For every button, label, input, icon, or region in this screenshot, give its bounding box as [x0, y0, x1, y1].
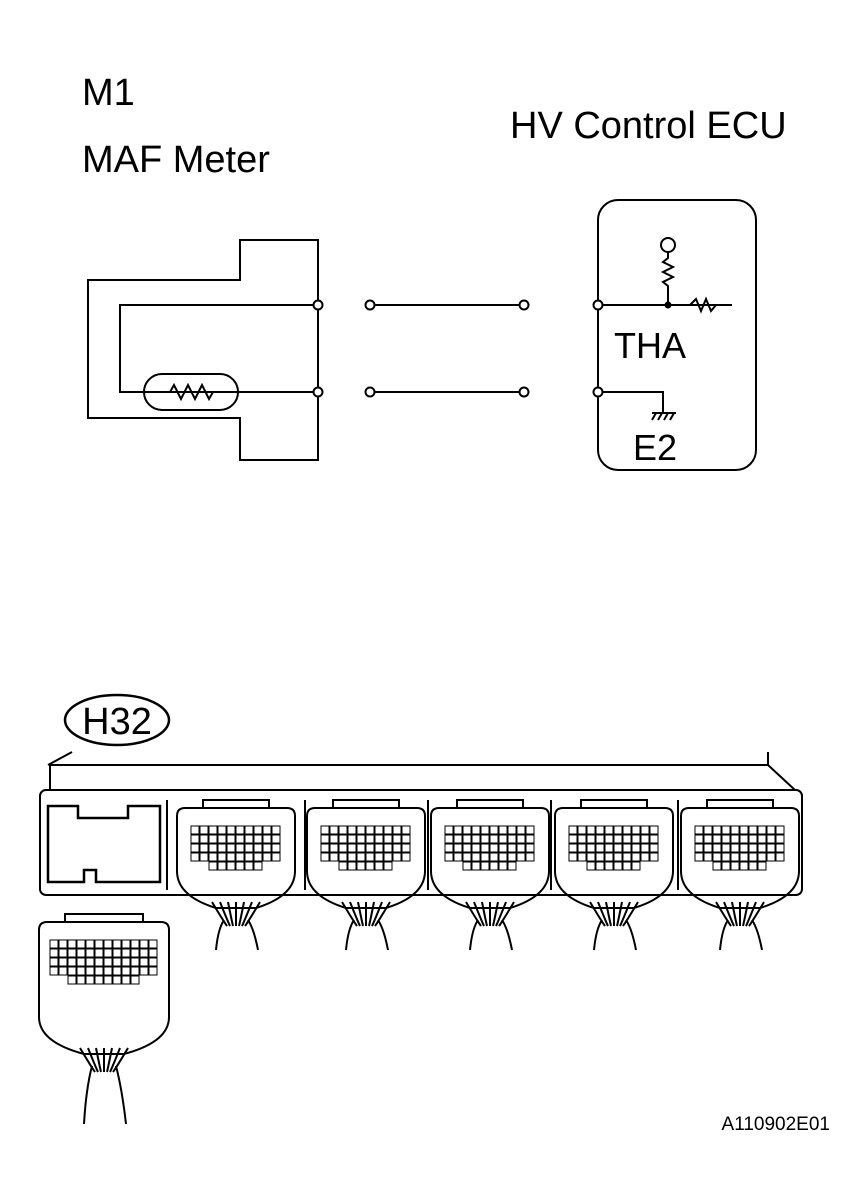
ecu-header-housing	[39, 789, 803, 896]
hv-control-ecu-label: HV Control ECU	[510, 105, 787, 147]
thermistor-icon	[160, 382, 224, 402]
figure-code: A110902E01	[722, 1114, 830, 1135]
mated-connector-5	[680, 799, 800, 951]
mated-connector-4	[554, 799, 674, 951]
terminal-e2-label: E2	[633, 427, 677, 468]
mated-connector-1	[176, 799, 296, 951]
socket-dividers	[166, 800, 679, 890]
ecu-pin-tha	[592, 299, 604, 311]
mated-connector-3	[430, 799, 550, 951]
connector-id-m1: M1	[82, 72, 135, 114]
mated-connectors	[176, 799, 800, 951]
voltage-source-icon	[660, 237, 676, 253]
hv-control-ecu-body	[592, 199, 757, 471]
intake-air-temp-sensor	[143, 373, 239, 411]
connector-id-h32: H32	[82, 701, 152, 743]
input-resistor-icon	[689, 296, 717, 314]
ecu-pin-e2	[592, 386, 604, 398]
maf-meter-body	[87, 239, 324, 461]
mated-connector-2	[306, 799, 426, 951]
maf-meter-label: MAF Meter	[82, 139, 270, 181]
maf-pin-e2	[312, 386, 324, 398]
harness-wires	[364, 299, 530, 398]
h32-connector-plug	[38, 913, 170, 1125]
h32-socket	[46, 804, 162, 884]
maf-pin-tha	[312, 299, 324, 311]
connector-id-h32-oval	[63, 693, 171, 747]
ground-icon	[651, 412, 676, 421]
terminal-tha-label: THA	[614, 325, 686, 366]
pullup-resistor-icon	[660, 252, 676, 305]
h32-connector	[38, 913, 170, 1125]
ecu-connector-bracket	[49, 764, 796, 791]
